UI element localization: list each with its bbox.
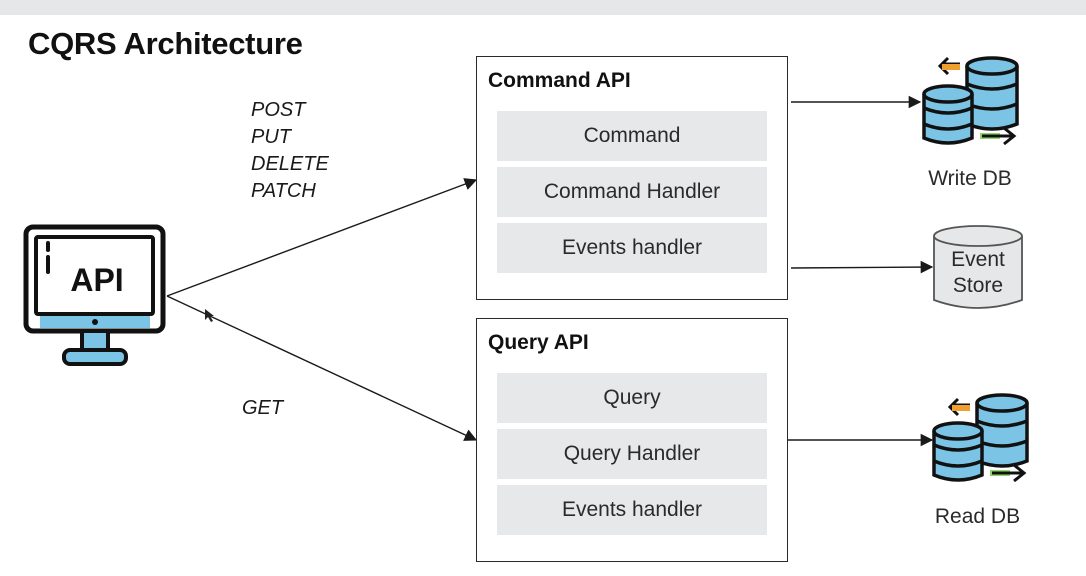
query-slot: Query [497,373,767,423]
event-store-line2: Store [952,274,1004,297]
method-post: POST [251,99,306,121]
command-api-panel: Command API Command Command Handler Even… [476,56,788,300]
method-patch: PATCH [251,180,316,202]
command-handler-slot: Command Handler [497,167,767,217]
method-delete: DELETE [251,153,329,175]
event-store-label: Event Store [936,247,1020,299]
method-get: GET [242,397,284,419]
arrow-client-to-command [166,178,478,297]
api-screen-text: API [70,262,123,298]
method-put: PUT [251,126,291,148]
mouse-cursor-icon [205,309,214,322]
command-events-handler-slot: Events handler [497,223,767,273]
read-db-icon [932,393,1029,483]
command-slot: Command [497,111,767,161]
event-store-icon [933,225,1023,309]
command-api-title: Command API [488,69,631,92]
write-db-label: Write DB [928,167,1012,190]
top-bar [0,0,1086,15]
read-db-label: Read DB [934,505,1021,528]
query-api-panel: Query API Query Query Handler Events han… [476,318,788,562]
query-events-handler-slot: Events handler [497,485,767,535]
read-methods-list: GET [242,395,283,422]
query-handler-slot: Query Handler [497,429,767,479]
write-methods-list: POST PUT DELETE PATCH [251,97,329,205]
diagram-title: CQRS Architecture [28,26,303,61]
query-api-title: Query API [488,331,589,354]
arrow-client-to-query [166,295,478,441]
event-store-line1: Event [951,248,1005,271]
arrow-command-to-eventstore [790,260,934,274]
write-db-icon [922,56,1019,146]
